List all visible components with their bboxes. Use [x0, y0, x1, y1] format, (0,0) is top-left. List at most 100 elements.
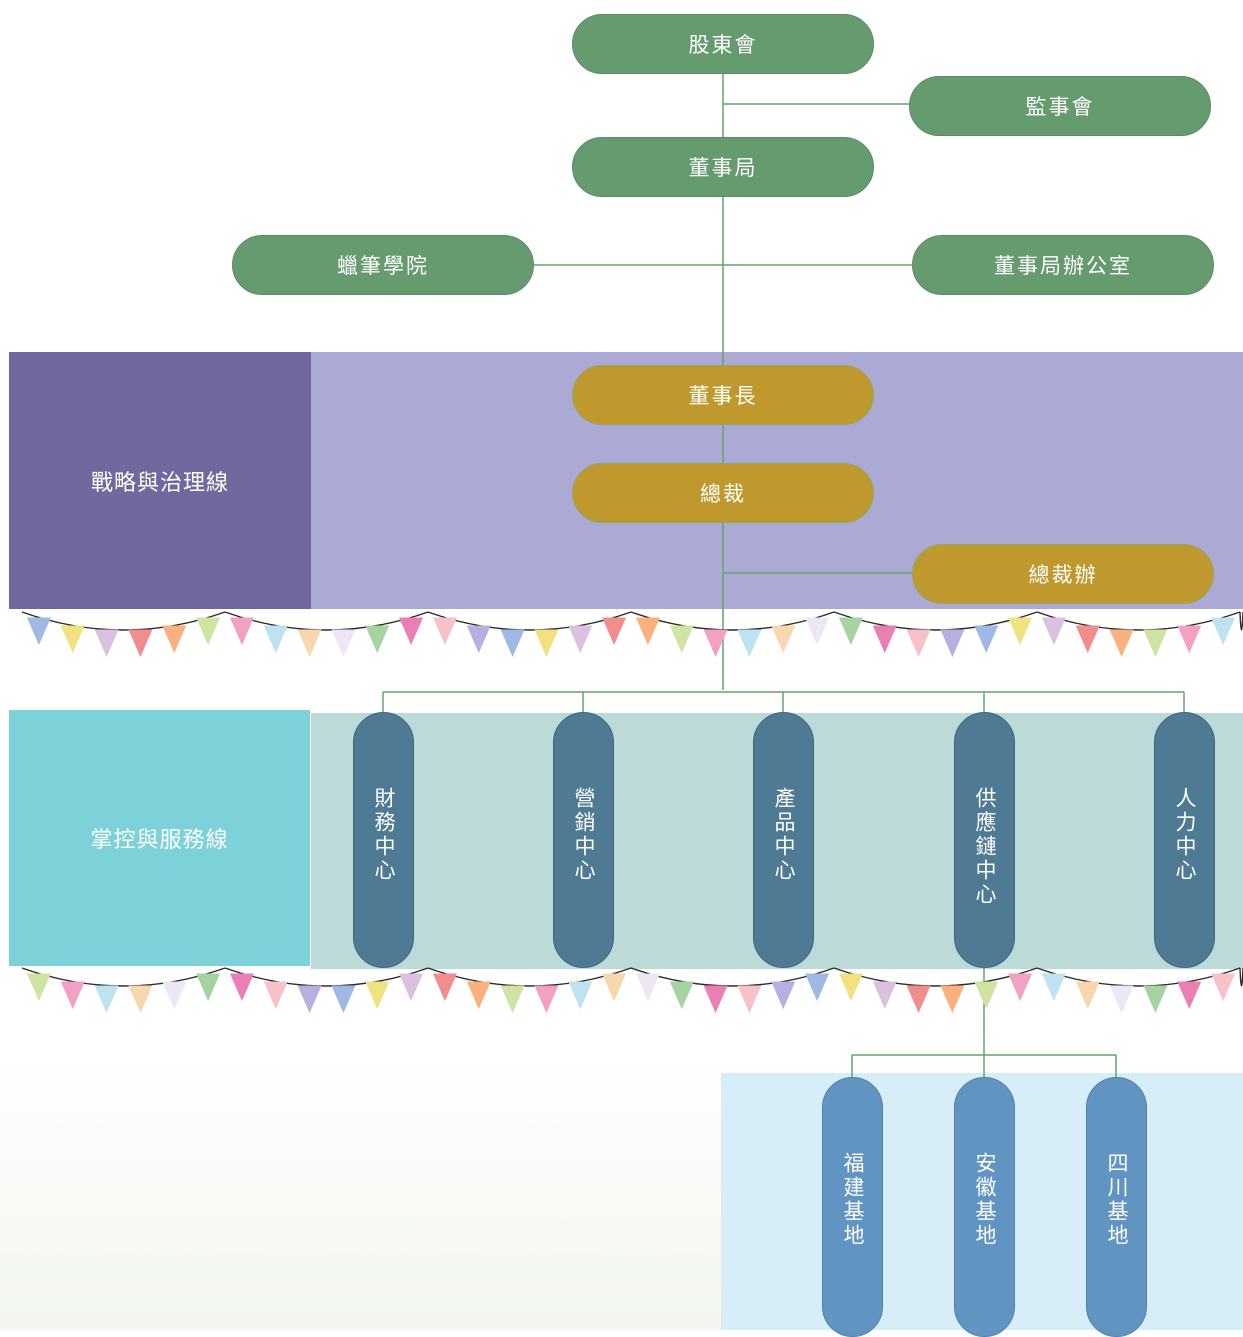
pennant-flag-icon	[229, 973, 254, 1002]
pennant-flag-icon	[703, 629, 728, 658]
pennant-flag-icon	[1109, 629, 1134, 658]
center-node-supply-chain[interactable]: 供應鏈中心	[954, 712, 1015, 968]
pennant-flag-icon	[771, 981, 796, 1010]
board-office-node[interactable]: 董事局辦公室	[912, 235, 1214, 295]
pennant-flag-icon	[669, 981, 694, 1010]
pennant-flag-icon	[229, 617, 254, 646]
center-label-hr: 人力中心	[1173, 787, 1197, 883]
pennant-flag-icon	[602, 973, 627, 1002]
pennant-flag-icon	[602, 617, 627, 646]
pennant-flag-icon	[1211, 617, 1236, 646]
pennant-flag-icon	[872, 981, 897, 1010]
pennant-flag-icon	[196, 617, 221, 646]
academy-node[interactable]: 蠟筆學院	[232, 235, 534, 295]
pennant-flag-icon	[1041, 617, 1066, 646]
pennant-flag-icon	[568, 625, 593, 654]
pennant-flag-icon	[906, 629, 931, 658]
shareholders-node[interactable]: 股東會	[572, 14, 874, 74]
service-line-label-text: 掌控與服務線	[90, 828, 229, 853]
pennant-flag-icon	[906, 985, 931, 1014]
pennant-flag-icon	[669, 625, 694, 654]
pennant-flag-icon	[940, 985, 965, 1014]
center-node-marketing[interactable]: 營銷中心	[553, 712, 614, 968]
pennant-flag-icon	[466, 625, 491, 654]
pennant-flag-icon	[771, 625, 796, 654]
president-office-label: 總裁辦	[1028, 563, 1098, 587]
pennant-flag-icon	[60, 981, 85, 1010]
pennant-flag-icon	[94, 629, 119, 658]
pennant-flag-icon	[737, 985, 762, 1014]
board-office-label: 董事局辦公室	[994, 254, 1132, 278]
chairman-node[interactable]: 董事長	[572, 365, 874, 425]
pennant-flag-icon	[568, 981, 593, 1010]
pennant-flag-icon	[872, 625, 897, 654]
pennant-flag-icon	[1008, 617, 1033, 646]
center-label-finance: 財務中心	[372, 787, 396, 883]
pennant-flag-icon	[635, 973, 660, 1002]
pennant-flag-icon	[1177, 625, 1202, 654]
academy-label: 蠟筆學院	[337, 254, 429, 278]
pennant-flag-icon	[365, 625, 390, 654]
board-label: 董事局	[688, 156, 758, 180]
pennant-flag-icon	[466, 981, 491, 1010]
pennant-flag-icon	[703, 985, 728, 1014]
pennant-flag-icon	[263, 625, 288, 654]
pennant-flag-icon	[1075, 981, 1100, 1010]
pennant-flag-icon	[737, 629, 762, 658]
pennant-flag-icon	[805, 617, 830, 646]
pennant-flag-icon	[263, 981, 288, 1010]
bunting-garland-upper	[21, 611, 1243, 658]
pennant-flag-icon	[432, 617, 457, 646]
pennant-flag-icon	[297, 629, 322, 658]
pennant-flag-icon	[162, 625, 187, 654]
base-node-sichuan[interactable]: 四川基地	[1086, 1077, 1147, 1337]
pennant-flag-icon	[1109, 985, 1134, 1014]
pennant-flag-icon	[365, 981, 390, 1010]
pennant-flag-icon	[432, 973, 457, 1002]
center-node-product[interactable]: 產品中心	[753, 712, 814, 968]
pennant-flag-icon	[128, 985, 153, 1014]
pennant-flag-icon	[297, 985, 322, 1014]
pennant-flag-icon	[1177, 981, 1202, 1010]
strategy-line-label: 戰略與治理線	[9, 352, 311, 609]
president-node[interactable]: 總裁	[572, 463, 874, 523]
pennant-flag-icon	[1211, 973, 1236, 1002]
pennant-flag-icon	[805, 973, 830, 1002]
strategy-line-label-text: 戰略與治理線	[90, 470, 229, 496]
pennant-flag-icon	[399, 973, 424, 1002]
pennant-flag-icon	[128, 629, 153, 658]
president-office-node[interactable]: 總裁辦	[912, 544, 1214, 604]
bunting-garland-lower	[21, 967, 1243, 1014]
base-node-fujian[interactable]: 福建基地	[822, 1077, 883, 1337]
pennant-flag-icon	[1143, 629, 1168, 658]
center-label-marketing: 營銷中心	[572, 787, 596, 883]
pennant-flag-icon	[1008, 973, 1033, 1002]
service-line-label: 掌控與服務線	[9, 710, 310, 966]
pennant-flag-icon	[838, 973, 863, 1002]
center-node-finance[interactable]: 財務中心	[353, 712, 414, 968]
pennant-flag-icon	[331, 629, 356, 658]
pennant-flag-icon	[534, 985, 559, 1014]
pennant-flag-icon	[1075, 625, 1100, 654]
pennant-flag-icon	[635, 617, 660, 646]
board-node[interactable]: 董事局	[572, 137, 874, 197]
chairman-label: 董事長	[688, 384, 758, 408]
shareholders-label: 股東會	[688, 33, 758, 57]
pennant-flag-icon	[500, 629, 525, 658]
supervisors-label: 監事會	[1025, 95, 1095, 119]
pennant-flag-icon	[399, 617, 424, 646]
center-node-hr[interactable]: 人力中心	[1154, 712, 1215, 968]
pennant-flag-icon	[94, 985, 119, 1014]
pennant-flag-icon	[534, 629, 559, 658]
supervisors-node[interactable]: 監事會	[909, 76, 1211, 136]
pennant-flag-icon	[940, 629, 965, 658]
base-label-anhui: 安徽基地	[973, 1152, 997, 1248]
base-node-anhui[interactable]: 安徽基地	[954, 1077, 1015, 1337]
base-label-sichuan: 四川基地	[1105, 1152, 1129, 1248]
base-label-fujian: 福建基地	[841, 1152, 865, 1248]
pennant-flag-icon	[974, 981, 999, 1010]
pennant-flag-icon	[500, 985, 525, 1014]
pennant-flag-icon	[26, 973, 51, 1002]
center-label-supply-chain: 供應鏈中心	[973, 787, 997, 907]
